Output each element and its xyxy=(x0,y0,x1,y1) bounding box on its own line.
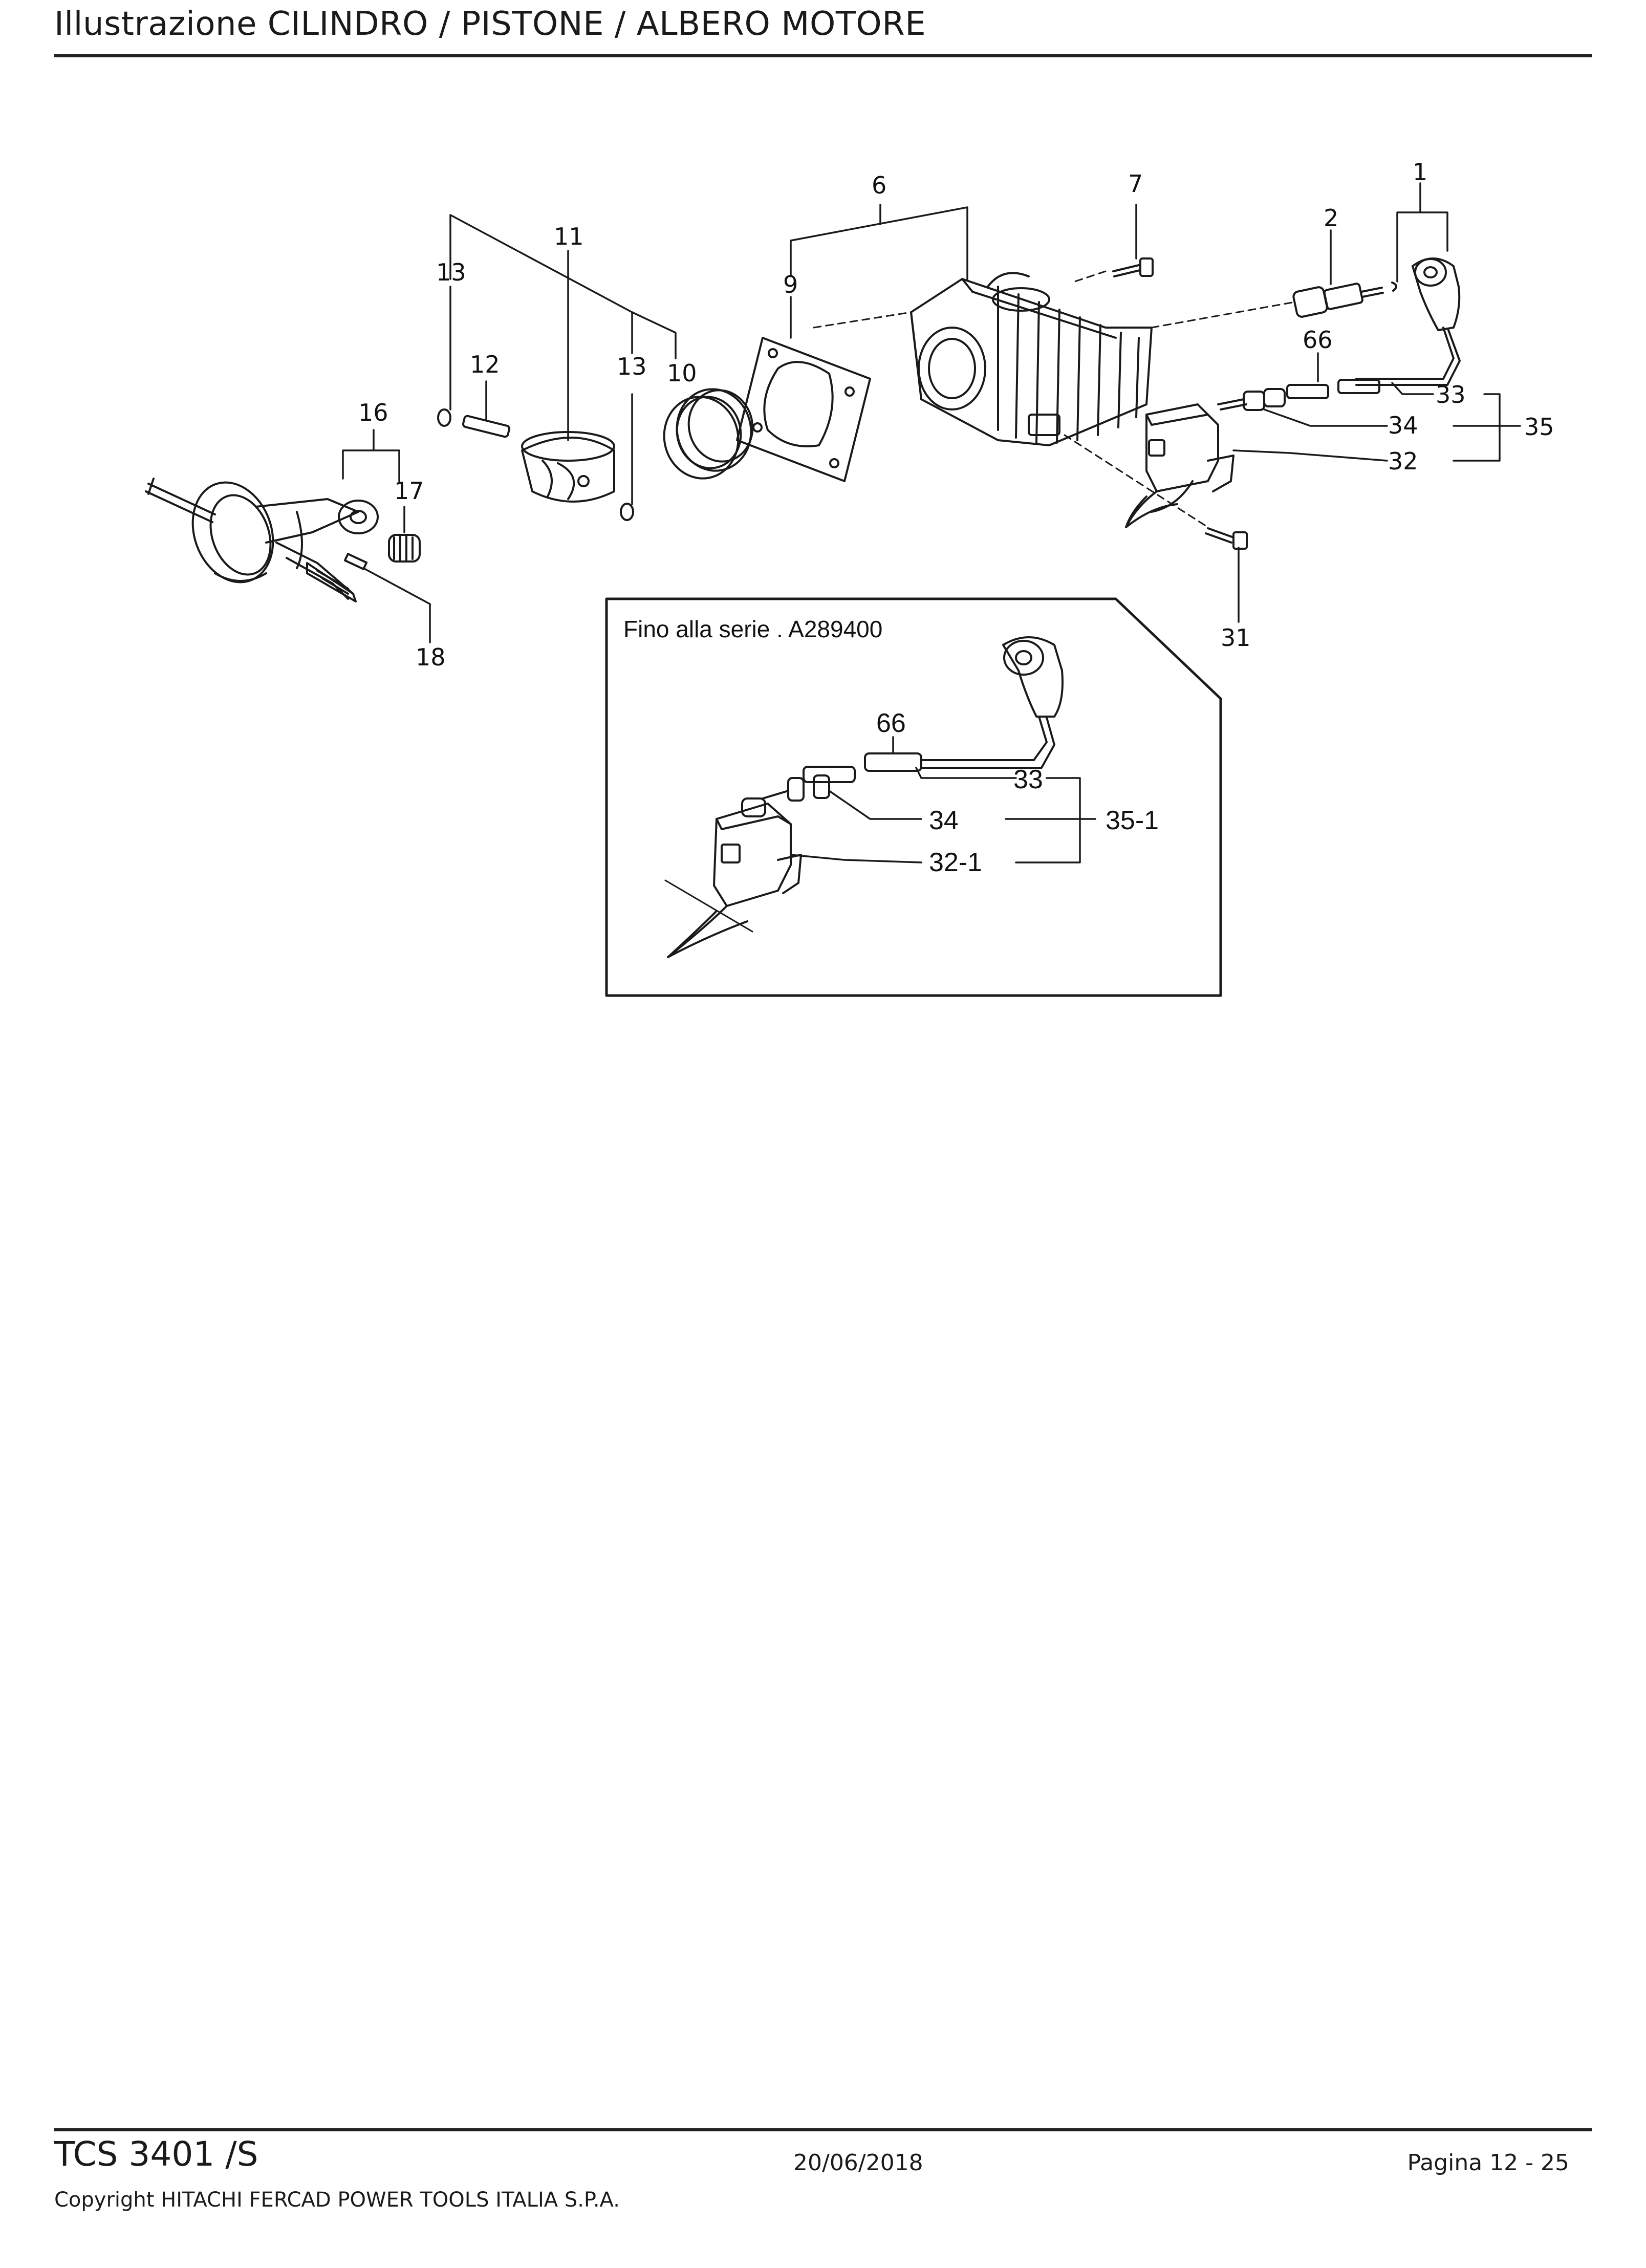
needle-bearing-17 xyxy=(388,534,421,563)
header-rule xyxy=(54,54,1592,57)
footer-model: TCS 3401 /S xyxy=(54,2134,258,2174)
inset-ignition-coil xyxy=(664,797,802,958)
lead-parts-34-66 xyxy=(1217,379,1380,411)
callout-35: 35 xyxy=(1524,413,1554,441)
callout-31: 31 xyxy=(1221,624,1251,652)
leader-lines xyxy=(342,182,1521,643)
footer-rule xyxy=(54,2128,1592,2131)
callout-labels: 1 2 6 7 9 10 11 12 13 13 16 17 18 31 32 … xyxy=(358,158,1554,671)
inset-callout-32-1: 32-1 xyxy=(929,848,982,877)
inset-labels: Fino alla serie . A289400 66 33 34 35-1 … xyxy=(623,616,1159,877)
inset-callout-35-1: 35-1 xyxy=(1106,806,1159,835)
key-18 xyxy=(343,553,368,570)
inset-frame xyxy=(605,597,1222,997)
callout-34: 34 xyxy=(1388,412,1418,439)
crankshaft-drawing xyxy=(145,478,379,602)
spark-plug-cap-1 xyxy=(1355,257,1461,386)
piston-pin-12 xyxy=(462,415,511,438)
callout-1: 1 xyxy=(1413,158,1427,186)
footer-copyright: Copyright HITACHI FERCAD POWER TOOLS ITA… xyxy=(54,2188,620,2212)
callout-9: 9 xyxy=(783,271,798,298)
inset-caption: Fino alla serie . A289400 xyxy=(623,616,882,642)
page-title: Illustrazione CILINDRO / PISTONE / ALBER… xyxy=(54,5,926,43)
ignition-coil-32 xyxy=(1125,403,1234,528)
footer-page-number: Pagina 12 - 25 xyxy=(1407,2150,1569,2176)
callout-66: 66 xyxy=(1303,326,1333,354)
inset-leader-lines xyxy=(790,736,1096,863)
cylinder-6 xyxy=(910,272,1153,446)
callout-13-right: 13 xyxy=(617,353,647,380)
bolt-7 xyxy=(1112,257,1154,277)
bolt-31 xyxy=(1205,527,1248,550)
inset-lead-parts xyxy=(762,752,922,802)
piston-drawing xyxy=(521,431,615,503)
callout-7: 7 xyxy=(1128,170,1143,198)
piston-rings-10 xyxy=(663,388,754,480)
callout-17: 17 xyxy=(394,477,424,505)
inset-callout-66: 66 xyxy=(876,708,906,738)
callout-11: 11 xyxy=(554,223,584,250)
callout-12: 12 xyxy=(470,351,500,378)
inset-callout-33: 33 xyxy=(1013,765,1043,794)
callout-6: 6 xyxy=(872,171,886,199)
callout-32: 32 xyxy=(1388,447,1418,475)
callout-18: 18 xyxy=(416,643,446,671)
circlip-13 xyxy=(437,408,634,521)
inset-callout-34: 34 xyxy=(929,806,959,835)
callout-13-left: 13 xyxy=(436,258,466,286)
callout-33: 33 xyxy=(1436,381,1466,408)
inset-plug-cap xyxy=(920,636,1064,769)
callout-2: 2 xyxy=(1324,204,1338,232)
spark-plug-2 xyxy=(1292,282,1397,318)
cylinder-gasket-9 xyxy=(736,337,871,482)
callout-16: 16 xyxy=(358,399,388,426)
callout-10: 10 xyxy=(667,359,697,387)
footer-date: 20/06/2018 xyxy=(793,2150,923,2176)
assembly-guide-lines xyxy=(813,270,1296,528)
